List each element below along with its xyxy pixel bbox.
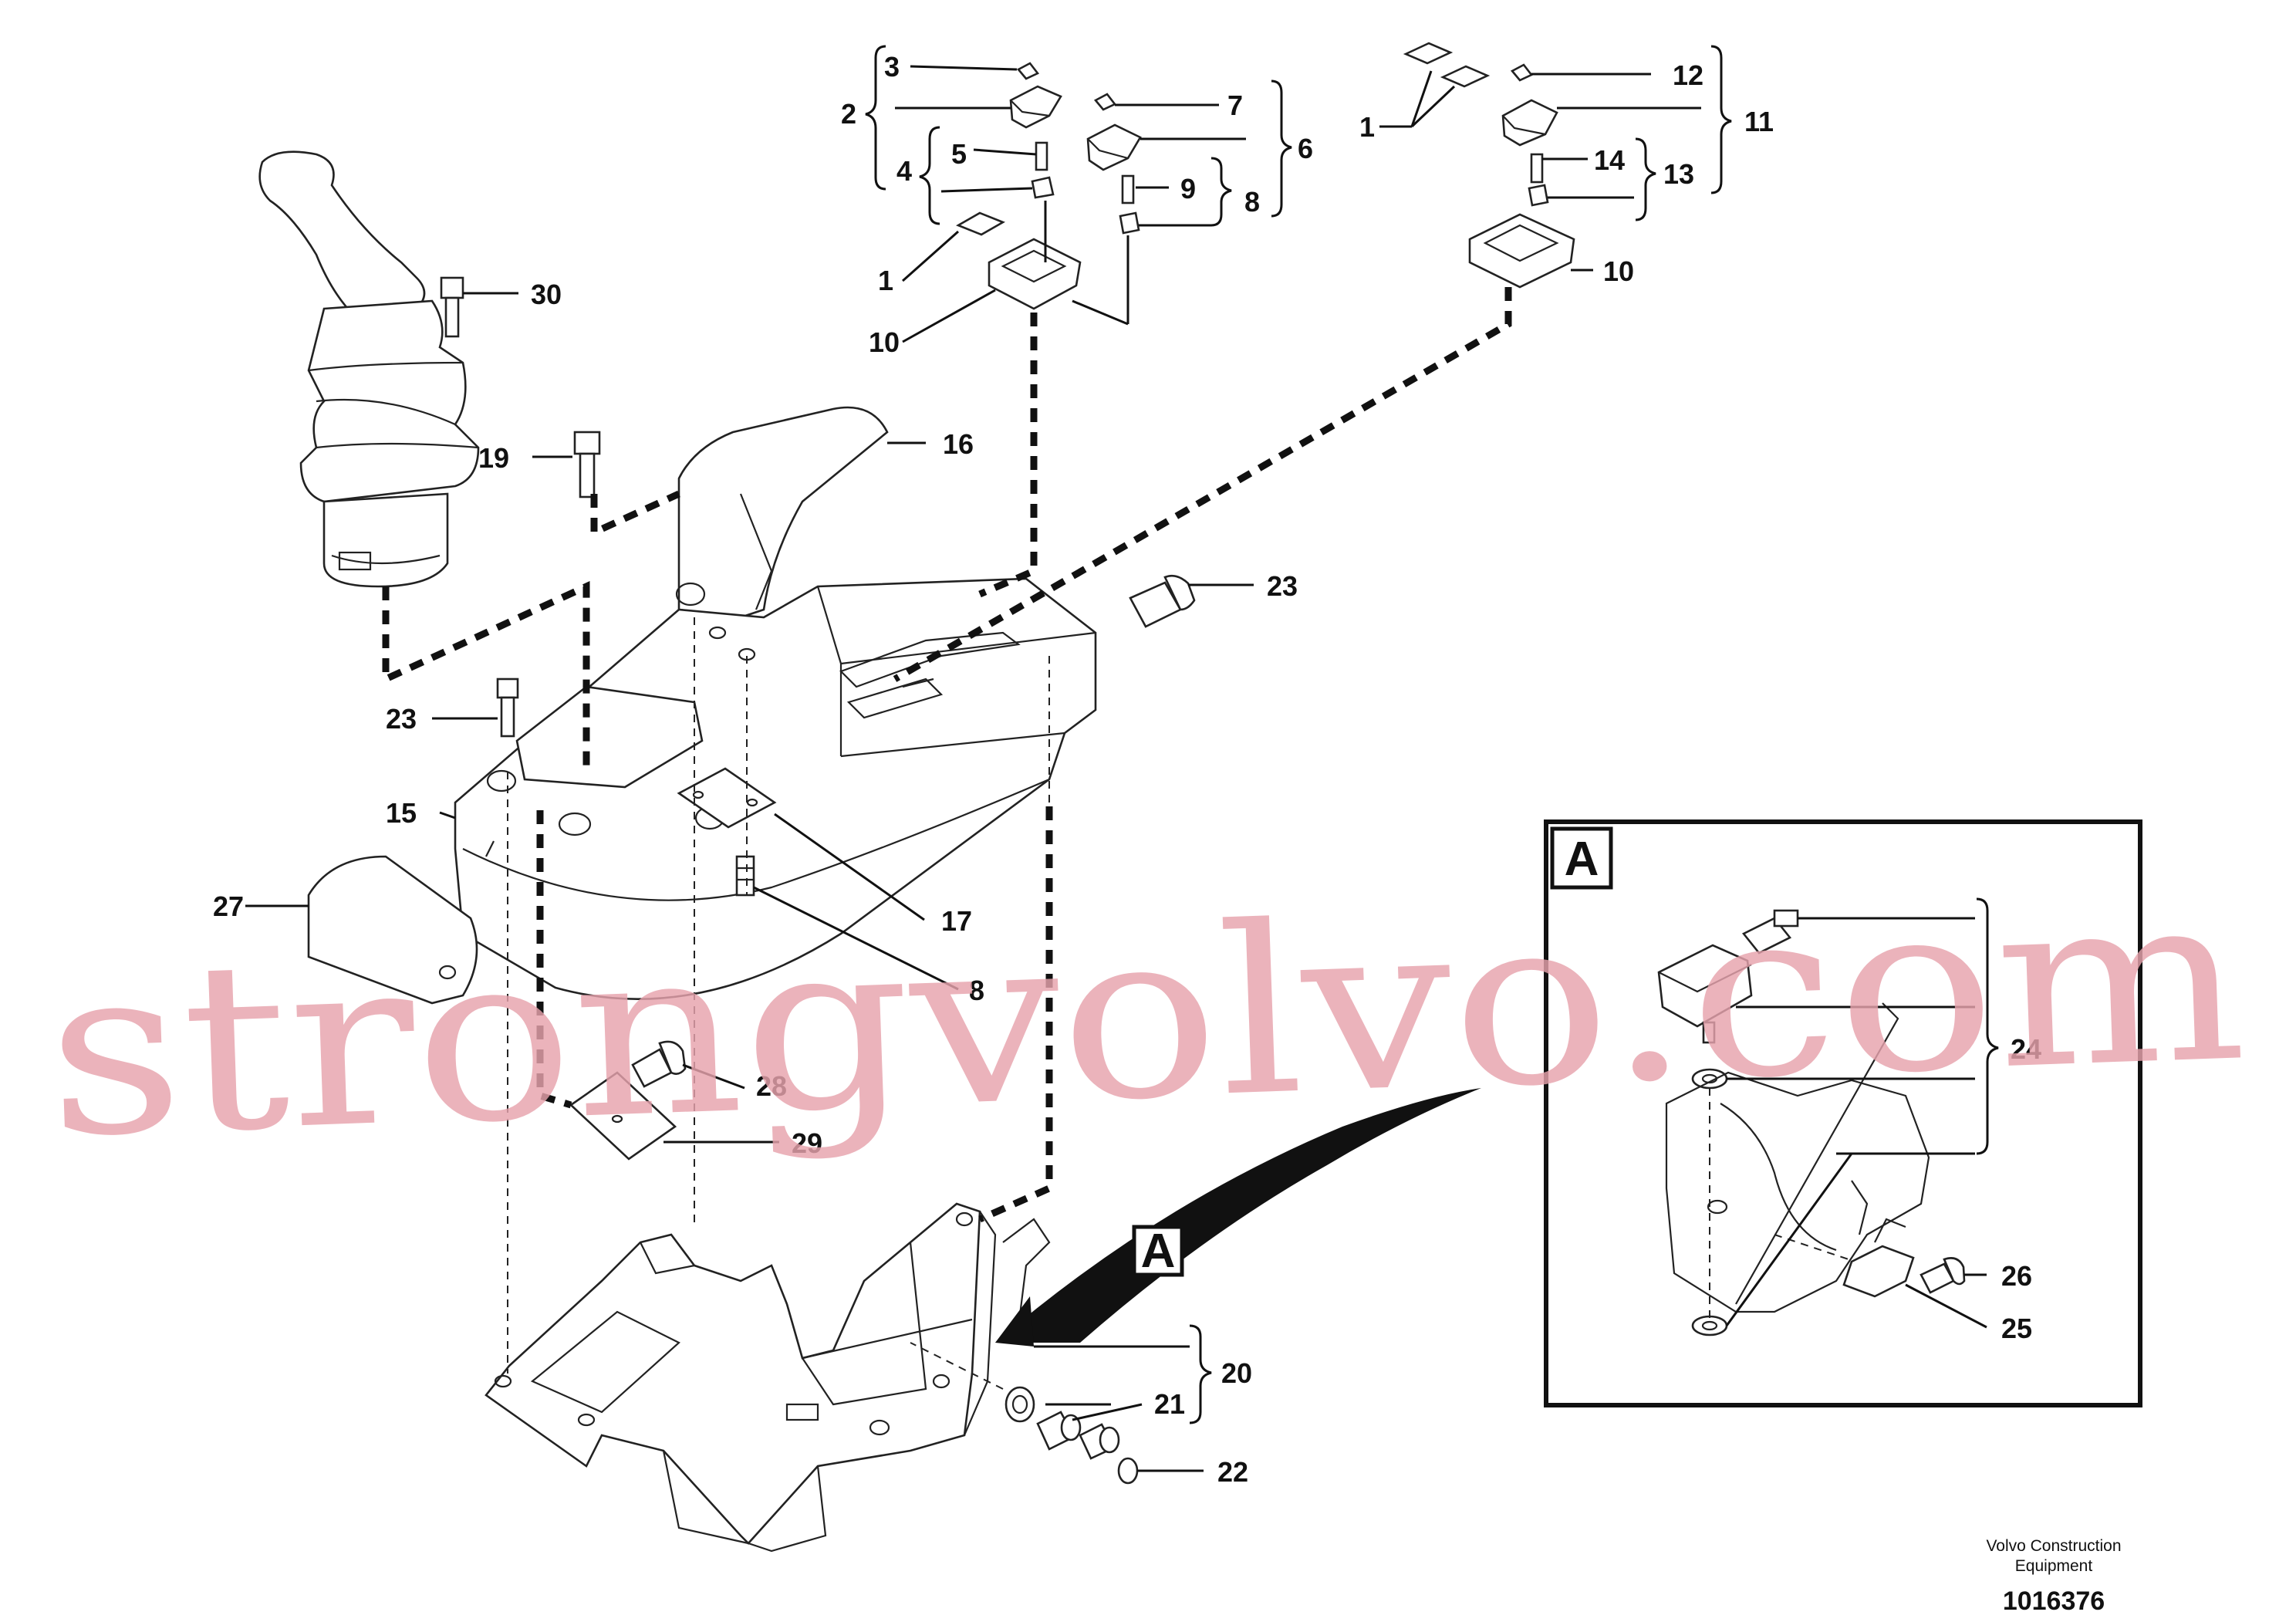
callout-23-right: 23 xyxy=(1267,570,1298,602)
callout-28: 28 xyxy=(756,1070,787,1102)
company-name-line2: Equipment xyxy=(2015,1557,2093,1575)
joystick-assembly xyxy=(258,150,480,588)
callout-8-mid: 8 xyxy=(969,975,984,1006)
callout-21: 21 xyxy=(1154,1388,1185,1420)
pad-27 xyxy=(245,855,478,1005)
detail-marker-label: A xyxy=(1141,1225,1176,1278)
callout-17: 17 xyxy=(941,905,972,937)
callout-13: 13 xyxy=(1663,158,1694,190)
bolt-28 xyxy=(631,1040,745,1090)
callout-1-right: 1 xyxy=(1359,111,1375,143)
detail-view-a: A xyxy=(1544,819,2142,1407)
callout-14: 14 xyxy=(1594,144,1625,176)
switch-group-left xyxy=(895,62,1246,343)
bolt-19 xyxy=(532,431,601,498)
company-name-line1: Volvo Construction xyxy=(1986,1537,2121,1555)
callout-12: 12 xyxy=(1673,59,1703,91)
callout-27: 27 xyxy=(213,890,244,922)
console-housing xyxy=(454,406,1097,1000)
callout-19: 19 xyxy=(478,442,509,474)
callout-29: 29 xyxy=(792,1127,822,1159)
callout-22: 22 xyxy=(1217,1456,1248,1488)
detail-box-label: A xyxy=(1565,833,1599,886)
bolt-23-left xyxy=(432,678,519,738)
callout-10-right: 10 xyxy=(1603,255,1634,287)
detail-arrow: A xyxy=(995,1088,1481,1347)
callout-15: 15 xyxy=(386,797,417,829)
plate-17 xyxy=(677,767,777,829)
callout-30: 30 xyxy=(531,279,562,310)
callout-9: 9 xyxy=(1180,173,1196,204)
stud-8 xyxy=(735,855,755,897)
callout-7: 7 xyxy=(1227,90,1243,121)
console-bracket xyxy=(485,1202,1051,1553)
callout-25: 25 xyxy=(2001,1313,2032,1344)
callout-26: 26 xyxy=(2001,1260,2032,1292)
callout-labels: 3 2 5 4 1 10 7 6 9 8 1 12 11 14 13 10 30… xyxy=(213,51,2041,1488)
callout-2: 2 xyxy=(841,98,856,130)
callout-4: 4 xyxy=(896,155,912,187)
callout-6: 6 xyxy=(1298,133,1313,164)
callout-23-left: 23 xyxy=(386,703,417,735)
callout-16: 16 xyxy=(943,428,974,460)
main-leader-lines xyxy=(439,441,1212,1424)
drawing-number: 1016376 xyxy=(2003,1587,2105,1616)
bolt-30 xyxy=(440,276,518,338)
callout-8-top: 8 xyxy=(1244,186,1260,218)
callout-3: 3 xyxy=(884,51,900,83)
callout-10-left: 10 xyxy=(869,326,900,358)
callout-20: 20 xyxy=(1221,1357,1252,1389)
switch-group-right xyxy=(1379,42,1732,289)
bushings-21 xyxy=(1036,1411,1120,1460)
cover-plate-29 xyxy=(569,1071,677,1161)
ring-22 xyxy=(1117,1457,1204,1485)
bolt-23-right xyxy=(1129,574,1254,628)
grouping-brackets-left xyxy=(865,45,1292,227)
callout-24: 24 xyxy=(2011,1033,2041,1065)
callout-5: 5 xyxy=(951,138,967,170)
callout-1-left: 1 xyxy=(878,265,893,296)
assembly-path-lines xyxy=(382,287,1512,1374)
callout-11: 11 xyxy=(1744,106,1774,137)
